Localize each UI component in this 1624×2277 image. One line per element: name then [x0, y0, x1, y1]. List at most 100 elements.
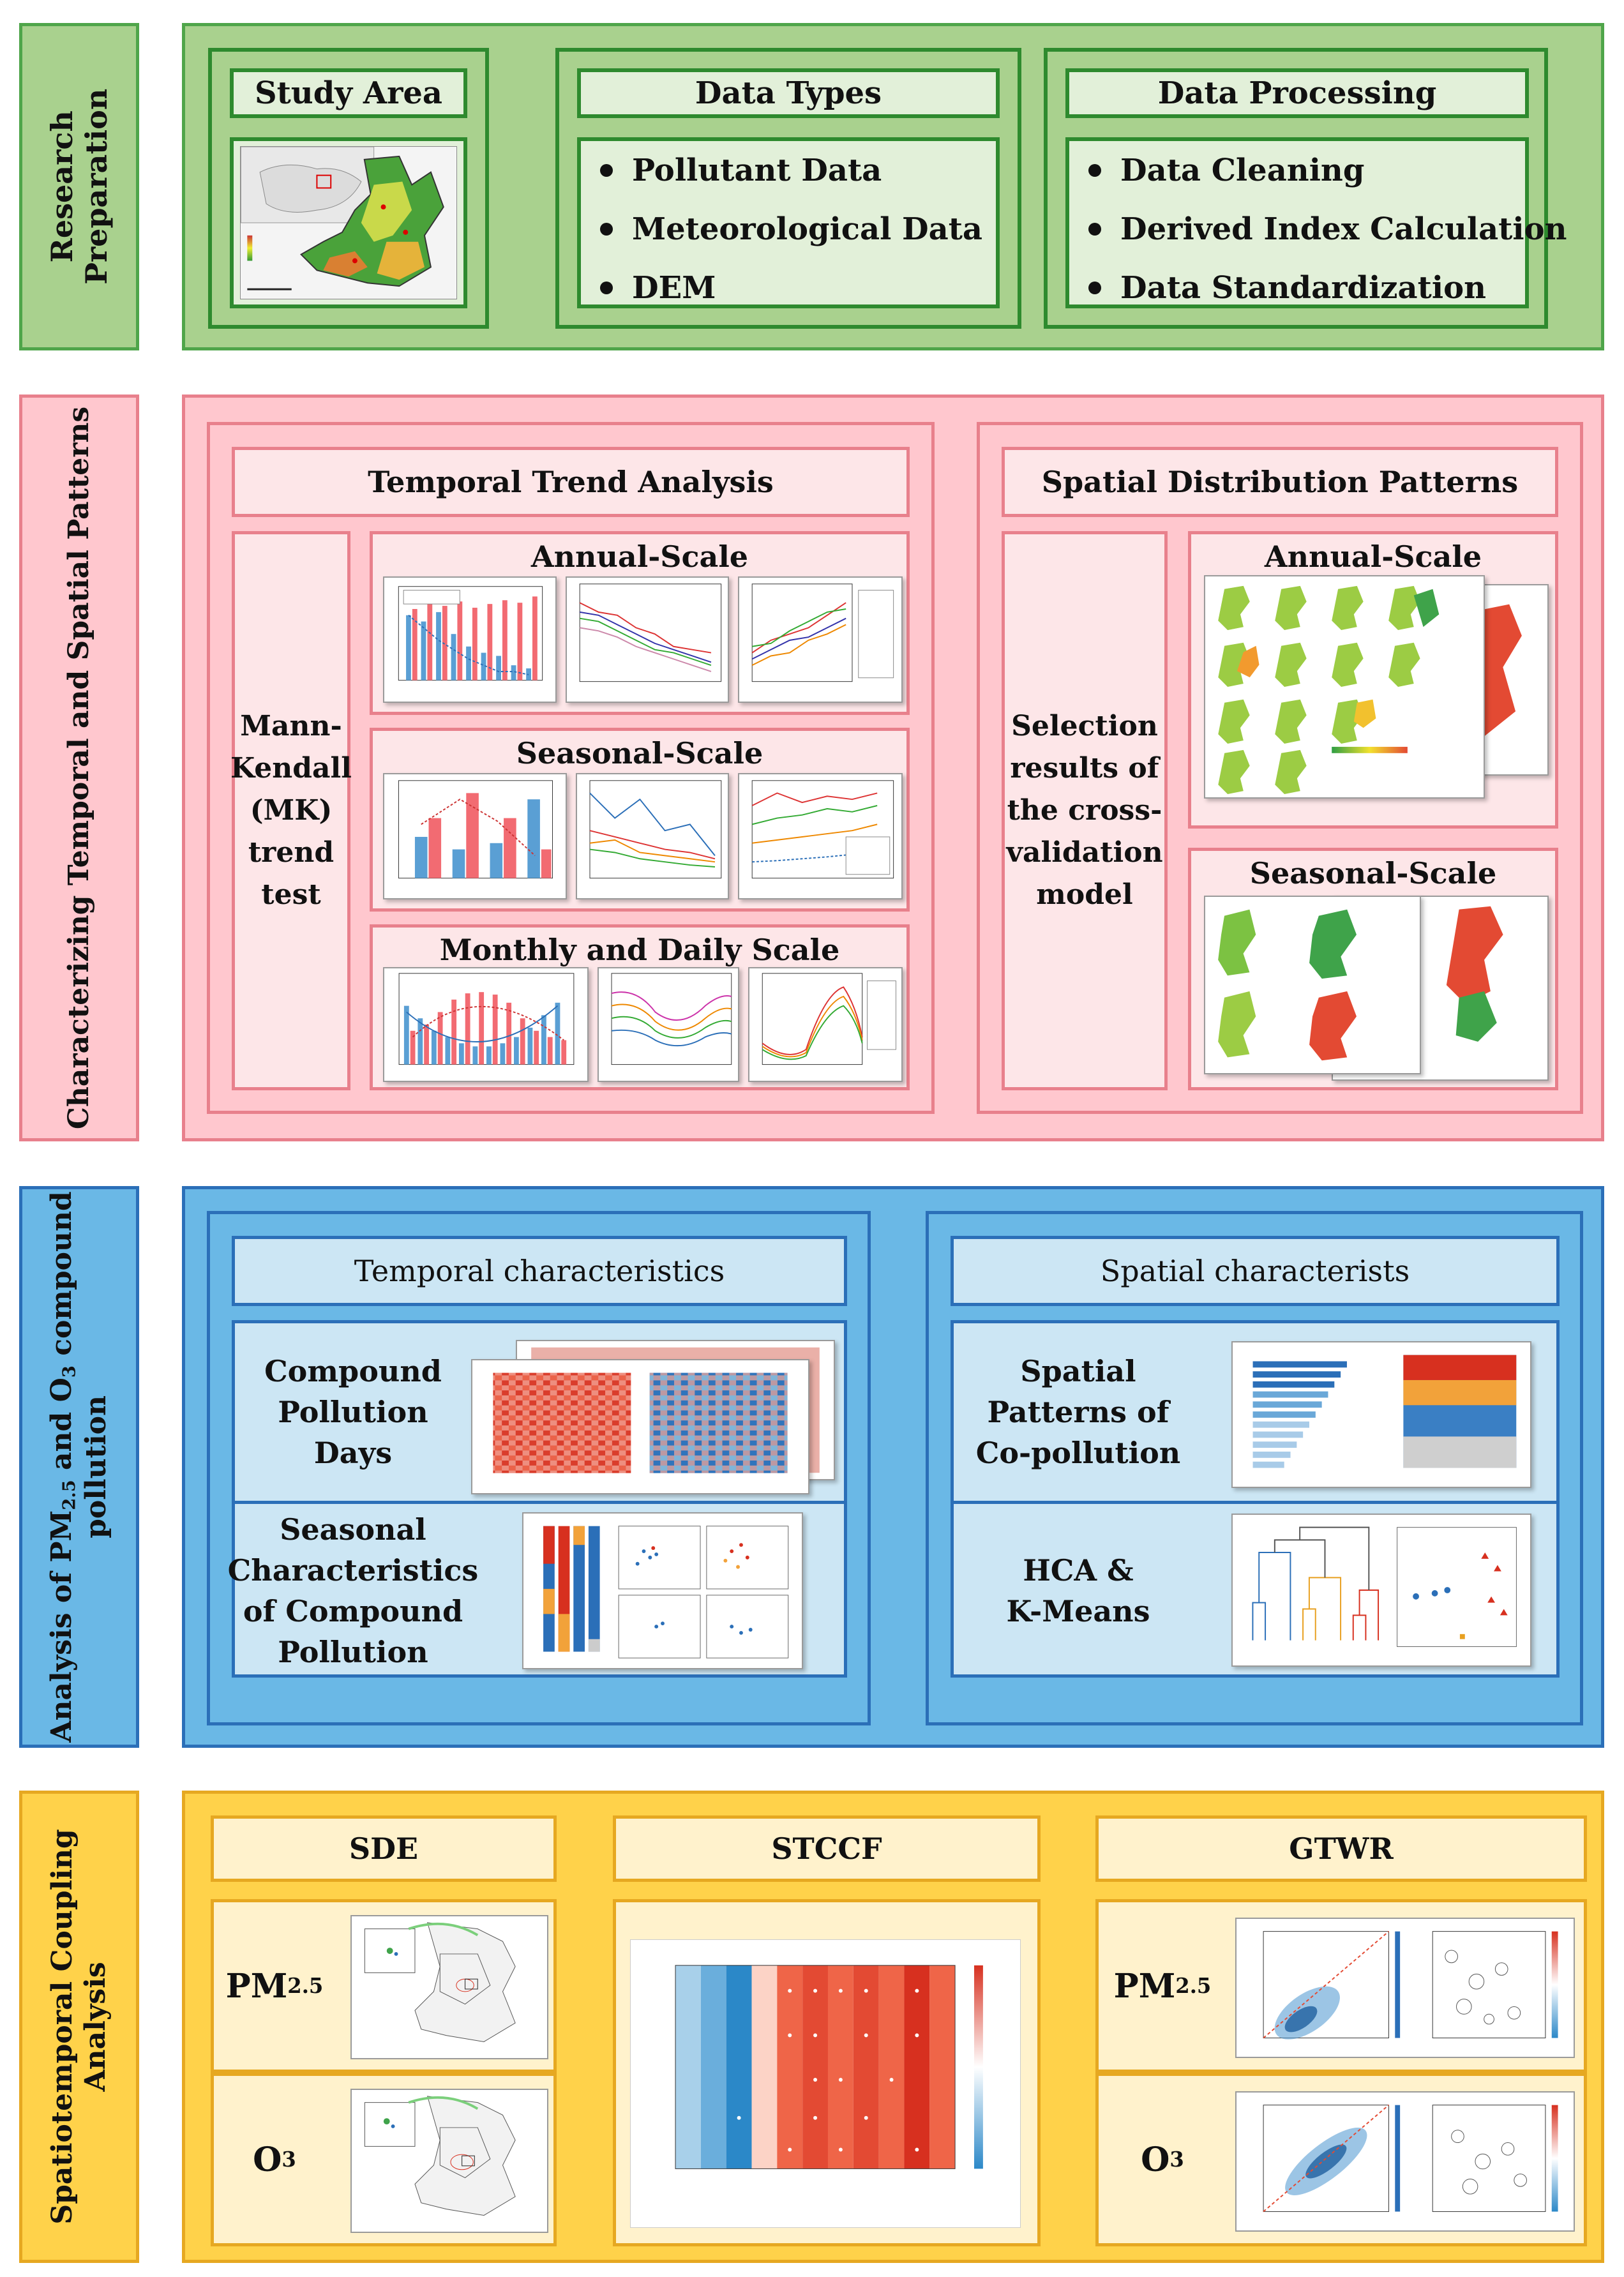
spatial-annual-scale-title: Annual-Scale	[1264, 539, 1482, 574]
temporal-characteristics-frame: Temporal characteristics Compound Pollut…	[207, 1211, 871, 1725]
spatial-seasonal-scale-title: Seasonal-Scale	[1249, 856, 1497, 891]
sde-title: SDE	[211, 1815, 557, 1882]
cpd-line: Days	[313, 1436, 393, 1470]
data-processing-title: Data Processing	[1065, 68, 1529, 118]
research-preparation-panel: Study Area	[182, 23, 1604, 350]
cpd-line: Pollution	[278, 1395, 428, 1429]
daily-o3-curve-thumb	[748, 967, 903, 1082]
spatial-patterns-label: Spatial Patterns of Co-pollution	[954, 1323, 1203, 1501]
divider	[235, 1501, 844, 1504]
study-area-map-box	[230, 137, 467, 308]
cv-line: model	[1036, 878, 1133, 911]
annual-city-pm-line-thumb	[566, 576, 729, 703]
compound-pollution-label: Analysis of PM2.5 and O3 compound pollut…	[45, 1191, 113, 1742]
seasonal-map-grid-thumb	[1204, 896, 1421, 1074]
spatial-distribution-title: Spatial Distribution Patterns	[1002, 447, 1558, 517]
daily-pm-curve-thumb	[598, 967, 739, 1082]
cross-validation-box: Selection results of the cross- validati…	[1002, 531, 1168, 1090]
seasonal-characteristics-label: Seasonal Characteristics of Compound Pol…	[228, 1505, 479, 1677]
temporal-seasonal-scale-title: Seasonal-Scale	[516, 736, 763, 770]
temporal-monthly-daily-box: Monthly and Daily Scale	[370, 924, 910, 1090]
research-preparation-label-box: Research Preparation	[19, 23, 139, 350]
co-pollution-ranking-thumb	[1231, 1341, 1531, 1488]
spatial-distribution-frame: Spatial Distribution Patterns Selection …	[977, 422, 1583, 1114]
mk-line: (MK)	[250, 794, 333, 827]
data-processing-item: Derived Index Calculation	[1088, 200, 1567, 259]
sc-line: Pollution	[278, 1635, 428, 1669]
compound-days-heatmap-thumb	[471, 1359, 809, 1494]
spc-line: Spatial	[1020, 1354, 1136, 1388]
data-processing-item: Data Cleaning	[1088, 141, 1525, 200]
cross-validation-text: Selection results of the cross- validati…	[1006, 705, 1162, 916]
spatial-characteristics-frame: Spatial characterists Spatial Patterns o…	[926, 1211, 1583, 1725]
data-processing-item: Data Standardization	[1088, 259, 1525, 317]
data-processing-list: Data Cleaning Derived Index Calculation …	[1065, 137, 1567, 308]
characterizing-label: Characterizing Temporal and Spatial Patt…	[63, 406, 96, 1130]
gtwr-o3-performance-thumb	[1235, 2091, 1575, 2232]
sde-pm25-map-thumb	[350, 1915, 548, 2059]
compound-label-line1: Analysis of PM2.5 and O3 compound	[45, 1191, 80, 1743]
temporal-characteristics-body: Compound Pollution Days	[228, 1320, 847, 1678]
stccf-heatmap-thumb	[630, 1939, 1021, 2228]
seasonal-pm-line-thumb	[576, 773, 729, 899]
cv-line: results of	[1010, 752, 1159, 785]
data-type-item: DEM	[600, 259, 996, 317]
hca-kmeans-label: HCA & K-Means	[954, 1505, 1203, 1677]
cpd-line: Compound	[264, 1354, 442, 1388]
coupling-label-line1: Spatiotemporal Coupling	[46, 1829, 79, 2225]
temporal-seasonal-scale-box: Seasonal-Scale	[370, 728, 910, 912]
compound-label-line2: pollution	[80, 1395, 113, 1538]
sc-line: Seasonal	[280, 1512, 426, 1547]
characterizing-panel: Temporal Trend Analysis Mann- Kendall (M…	[182, 395, 1604, 1141]
divider	[954, 1501, 1556, 1504]
sc-line: Characteristics	[227, 1553, 479, 1588]
hca-line: HCA &	[1023, 1553, 1134, 1588]
cluster-tree-thumb	[1231, 1514, 1531, 1667]
coupling-label: Spatiotemporal Coupling Analysis	[46, 1829, 112, 2224]
temporal-annual-scale-title: Annual-Scale	[530, 539, 749, 574]
compound-pollution-panel: Temporal characteristics Compound Pollut…	[182, 1186, 1604, 1748]
seasonal-o3-line-thumb	[738, 773, 903, 899]
temporal-trend-title: Temporal Trend Analysis	[232, 447, 910, 517]
spc-line: Patterns of	[987, 1395, 1169, 1429]
gtwr-title: GTWR	[1095, 1815, 1587, 1882]
data-type-item: Meteorological Data	[600, 200, 996, 259]
mk-line: test	[261, 878, 321, 911]
spatial-characteristics-body: Spatial Patterns of Co-pollution	[951, 1320, 1560, 1678]
coupling-label-line2: Analysis	[79, 1962, 112, 2092]
research-label-line2: Preparation	[79, 89, 114, 285]
research-preparation-label: Research Preparation	[45, 89, 114, 285]
temporal-monthly-daily-title: Monthly and Daily Scale	[439, 933, 840, 967]
study-area-group: Study Area	[208, 48, 489, 329]
spatial-characteristics-title: Spatial characterists	[951, 1236, 1560, 1306]
data-types-title: Data Types	[577, 68, 1000, 118]
monthly-bar-chart-thumb	[383, 967, 589, 1082]
data-types-list: Pollutant Data Meteorological Data DEM	[577, 137, 1000, 308]
temporal-characteristics-title: Temporal characteristics	[232, 1236, 847, 1306]
mk-line: Mann-	[240, 710, 342, 742]
mk-line: trend	[248, 836, 335, 869]
spatial-annual-scale-box: Annual-Scale	[1188, 531, 1558, 829]
data-types-group: Data Types Pollutant Data Meteorological…	[555, 48, 1021, 329]
temporal-trend-frame: Temporal Trend Analysis Mann- Kendall (M…	[207, 422, 935, 1114]
seasonal-bar-chart-thumb	[383, 773, 567, 899]
mk-trend-test-text: Mann- Kendall (MK) trend test	[230, 705, 352, 916]
annual-bar-line-chart-thumb	[383, 576, 557, 703]
characterizing-label-box: Characterizing Temporal and Spatial Patt…	[19, 395, 139, 1141]
sc-line: of Compound	[243, 1594, 463, 1628]
spc-line: Co-pollution	[975, 1436, 1181, 1470]
mk-trend-test-box: Mann- Kendall (MK) trend test	[230, 531, 352, 1090]
data-processing-group: Data Processing Data Cleaning Derived In…	[1044, 48, 1567, 329]
annual-city-o3-line-thumb	[738, 576, 903, 703]
seasonal-proportion-thumb	[522, 1512, 803, 1669]
sde-o3-map-thumb	[350, 2089, 548, 2233]
cv-line: the cross-	[1007, 794, 1162, 827]
annual-map-grid-thumb	[1204, 575, 1485, 799]
